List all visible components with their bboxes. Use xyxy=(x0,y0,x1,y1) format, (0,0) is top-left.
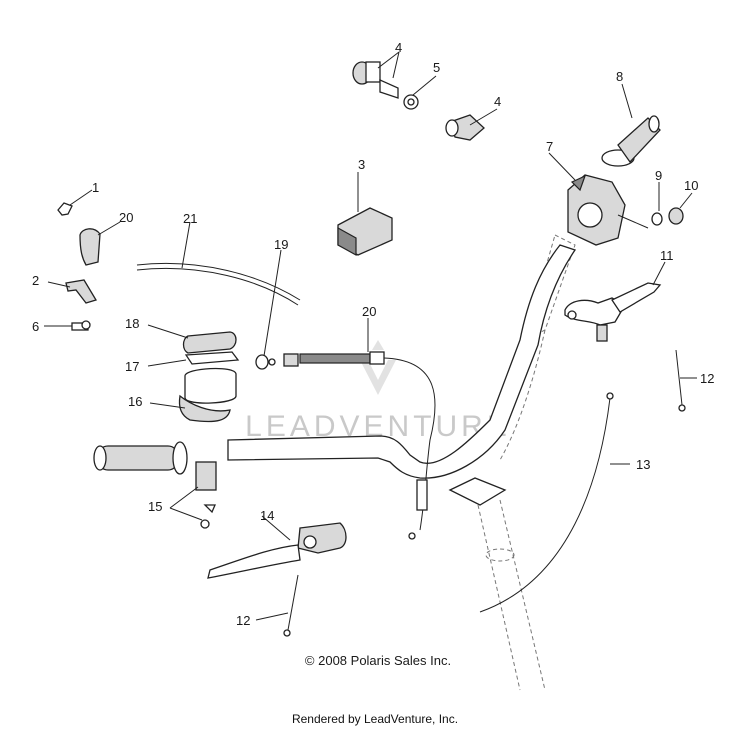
cap-18 xyxy=(182,331,237,354)
callout-17: 17 xyxy=(125,359,139,374)
callout-13: 13 xyxy=(636,457,650,472)
callout-16: 16 xyxy=(128,394,142,409)
callout-2: 2 xyxy=(32,273,39,288)
callout-21: 21 xyxy=(183,211,197,226)
callout-6: 6 xyxy=(32,319,39,334)
brake-lever-11 xyxy=(564,282,662,342)
callout-7: 7 xyxy=(546,139,553,154)
callout-19: 19 xyxy=(274,237,288,252)
callout-9: 9 xyxy=(655,168,662,183)
callout-4-top: 4 xyxy=(395,40,402,55)
brake-line-13 xyxy=(479,392,614,613)
gasket-17 xyxy=(184,351,240,365)
callout-10: 10 xyxy=(684,178,698,193)
callout-12-left: 12 xyxy=(236,613,250,628)
right-grip-8 xyxy=(601,115,661,167)
key-switch-4 xyxy=(352,61,485,141)
copyright-text: © 2008 Polaris Sales Inc. xyxy=(305,653,451,668)
bolt-12-left xyxy=(283,574,299,637)
clamp-22 xyxy=(79,228,101,266)
callout-15: 15 xyxy=(148,499,162,514)
clamp-15 xyxy=(195,461,217,529)
bolt-12-right xyxy=(675,349,686,412)
steering-column-ghost xyxy=(448,234,576,691)
cable-21 xyxy=(136,262,301,306)
screw-1 xyxy=(57,202,73,216)
callout-20: 20 xyxy=(362,304,376,319)
master-cylinder-14 xyxy=(207,522,347,579)
leader-lines xyxy=(44,51,697,621)
callout-11: 11 xyxy=(660,248,674,263)
callout-5: 5 xyxy=(433,60,440,75)
watermark-logo xyxy=(360,340,396,395)
bracket-2 xyxy=(65,279,97,304)
switch-3 xyxy=(337,207,393,257)
callout-12-right: 12 xyxy=(700,371,714,386)
callout-4-lower: 4 xyxy=(494,94,501,109)
callout-3: 3 xyxy=(358,157,365,172)
o-ring-19 xyxy=(255,354,269,370)
diagram-canvas: LEADVENTURE xyxy=(32,40,714,691)
cap-10 xyxy=(668,207,684,225)
nut-9 xyxy=(651,212,663,226)
footer-credit: Rendered by LeadVenture, Inc. xyxy=(291,712,459,726)
handlebar xyxy=(227,244,577,479)
callout-14: 14 xyxy=(260,508,274,523)
throttle-housing-7 xyxy=(567,174,649,246)
left-grip xyxy=(93,441,188,475)
reservoir-16 xyxy=(178,367,237,423)
screw-6 xyxy=(71,320,91,331)
throttle-cable-20 xyxy=(268,351,436,540)
callout-22: 20 xyxy=(119,210,133,225)
callout-1: 1 xyxy=(92,180,99,195)
callout-18: 18 xyxy=(125,316,139,331)
callout-8: 8 xyxy=(616,69,623,84)
